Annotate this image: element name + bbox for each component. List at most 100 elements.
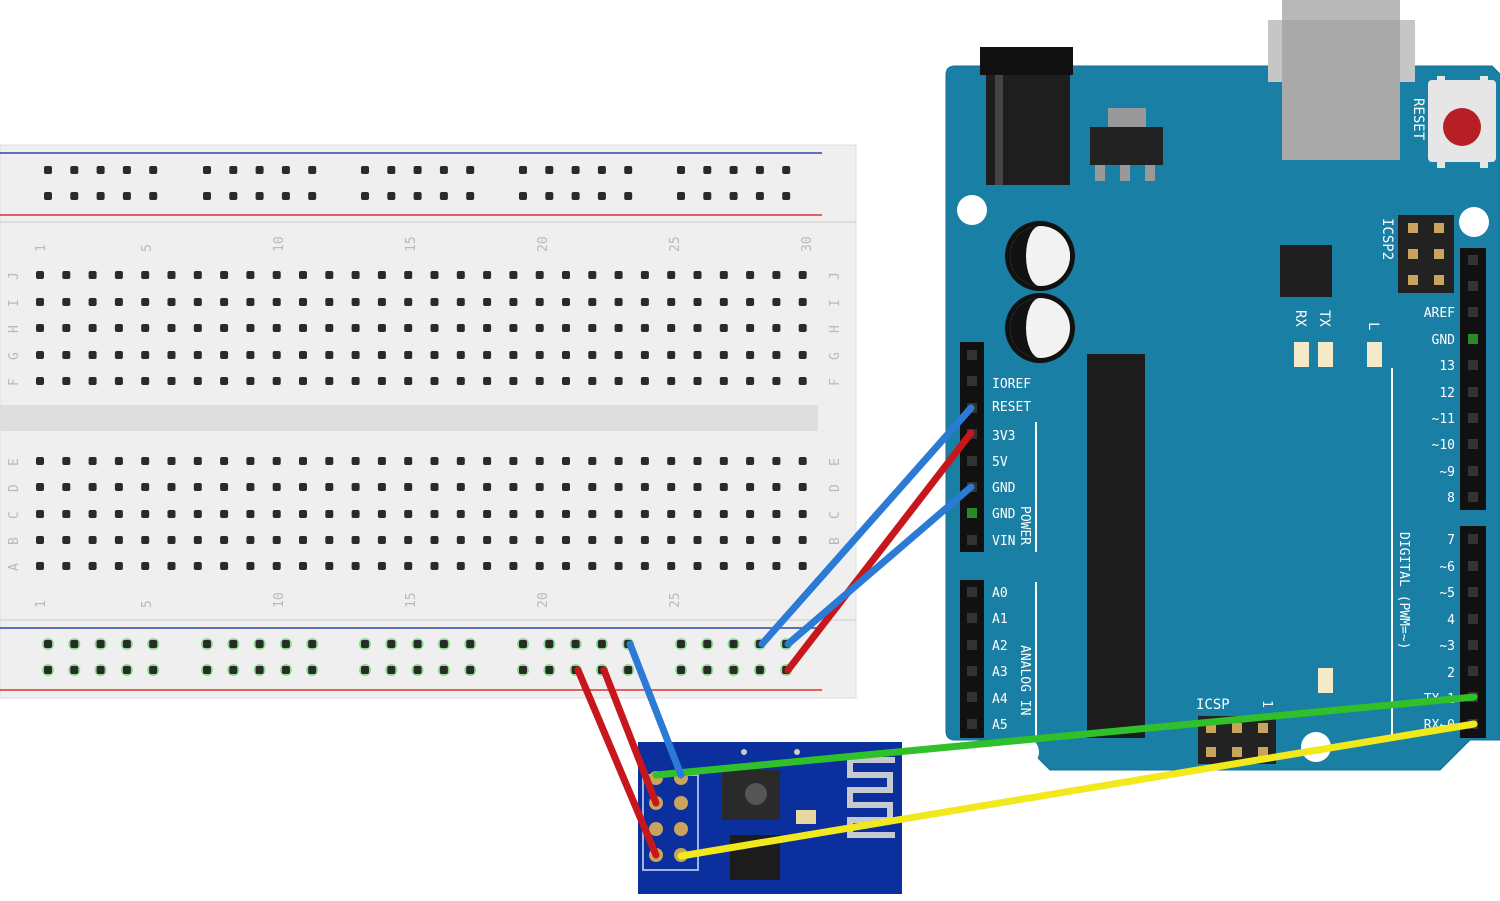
breadboard-hole — [466, 640, 475, 648]
breadboard-hole — [667, 271, 676, 279]
col-num-5-top: 5 — [140, 244, 155, 252]
breadboard-hole — [677, 666, 685, 674]
breadboard-hole — [220, 483, 229, 491]
breadboard-hole — [614, 457, 623, 465]
breadboard-hole — [562, 298, 570, 306]
breadboard-hole — [193, 324, 202, 332]
breadboard-hole — [308, 666, 317, 674]
breadboard-hole — [88, 351, 97, 359]
row-letter-left-A: A — [7, 563, 22, 571]
breadboard-hole — [387, 192, 396, 200]
col-num-20-bottom: 20 — [536, 592, 551, 608]
row-letter-left-J: J — [7, 272, 22, 280]
breadboard-hole — [588, 351, 597, 359]
breadboard-hole — [229, 666, 238, 674]
breadboard-hole — [36, 536, 44, 544]
breadboard-hole — [193, 271, 202, 279]
breadboard-hole — [149, 640, 158, 648]
usb-connector — [1282, 20, 1400, 160]
wire-tx-green[interactable] — [652, 693, 1478, 779]
breadboard-hole — [509, 298, 518, 306]
breadboard-hole — [167, 377, 176, 385]
breadboard-hole — [677, 640, 685, 648]
breadboard-hole — [509, 510, 518, 518]
breadboard-hole — [519, 166, 527, 174]
breadboard-hole — [624, 192, 633, 200]
breadboard-hole — [122, 166, 131, 174]
breadboard-hole — [36, 351, 44, 359]
wire-reset-blue[interactable] — [758, 404, 975, 648]
mounting-hole — [957, 195, 987, 225]
breadboard-hole — [588, 510, 597, 518]
breadboard-hole — [772, 324, 781, 332]
breadboard-hole — [483, 483, 492, 491]
breadboard-hole — [782, 166, 791, 174]
wire-vcc-red[interactable] — [574, 666, 660, 859]
row-letter-left-H: H — [7, 325, 22, 333]
breadboard-hole — [562, 457, 570, 465]
breadboard-hole — [746, 298, 755, 306]
breadboard-hole — [430, 324, 439, 332]
pin-label-vin: VIN — [992, 534, 1015, 549]
breadboard-hole — [246, 377, 255, 385]
breadboard-hole — [667, 562, 676, 570]
header-pin — [1468, 413, 1478, 423]
col-num-1-bottom: 1 — [34, 600, 49, 608]
wire-rx-yellow[interactable] — [677, 720, 1478, 860]
breadboard-hole — [509, 377, 518, 385]
breadboard-hole — [141, 510, 150, 518]
breadboard-hole — [299, 324, 307, 332]
breadboard-hole — [203, 666, 211, 674]
breadboard-hole — [351, 457, 360, 465]
breadboard-hole — [167, 536, 176, 544]
breadboard-hole — [299, 351, 307, 359]
breadboard-hole — [325, 324, 334, 332]
breadboard-hole — [772, 483, 781, 491]
breadboard-hole — [719, 298, 728, 306]
breadboard-hole — [220, 271, 229, 279]
breadboard-hole — [746, 536, 755, 544]
wire-3v3-red[interactable] — [784, 429, 975, 674]
breadboard-hole — [255, 192, 264, 200]
breadboard-labels: 1 5 10 15 20 25 30 1 5 10 15 20 25 J I H… — [7, 236, 843, 608]
breadboard-hole — [746, 377, 755, 385]
on-led — [1318, 668, 1333, 693]
header-pin — [1468, 387, 1478, 397]
breadboard-hole — [114, 351, 123, 359]
breadboard-hole — [430, 271, 439, 279]
breadboard-hole — [746, 562, 755, 570]
wire-gnd-blue[interactable] — [784, 483, 975, 648]
reset-button[interactable] — [1443, 108, 1481, 146]
breadboard-hole — [588, 457, 597, 465]
breadboard-hole — [141, 457, 150, 465]
breadboard-hole — [483, 324, 492, 332]
breadboard-hole — [351, 324, 360, 332]
breadboard-hole — [299, 483, 307, 491]
pin-label-reset: RESET — [992, 400, 1031, 415]
breadboard-hole — [483, 510, 492, 518]
breadboard-hole — [456, 536, 465, 544]
breadboard-hole — [519, 192, 527, 200]
breadboard-hole — [325, 562, 334, 570]
wire-esp-gnd-blue[interactable] — [626, 640, 685, 779]
breadboard-hole — [361, 640, 369, 648]
breadboard-hole — [272, 536, 281, 544]
power-header-label: POWER — [1017, 506, 1032, 545]
breadboard-hole — [36, 483, 44, 491]
breadboard-hole — [404, 483, 413, 491]
breadboard-hole — [798, 298, 807, 306]
breadboard-hole — [430, 351, 439, 359]
breadboard-hole — [88, 377, 97, 385]
breadboard-hole — [798, 562, 807, 570]
breadboard-hole — [667, 510, 676, 518]
breadboard-hole — [562, 483, 570, 491]
breadboard-hole — [509, 483, 518, 491]
header-pin — [967, 640, 977, 650]
breadboard-hole — [798, 271, 807, 279]
wire-chpd-red[interactable] — [600, 666, 660, 807]
col-num-1-top: 1 — [34, 244, 49, 252]
breadboard-hole — [729, 192, 738, 200]
breadboard-hole — [430, 298, 439, 306]
breadboard-hole — [597, 166, 606, 174]
breadboard-hole — [272, 377, 281, 385]
